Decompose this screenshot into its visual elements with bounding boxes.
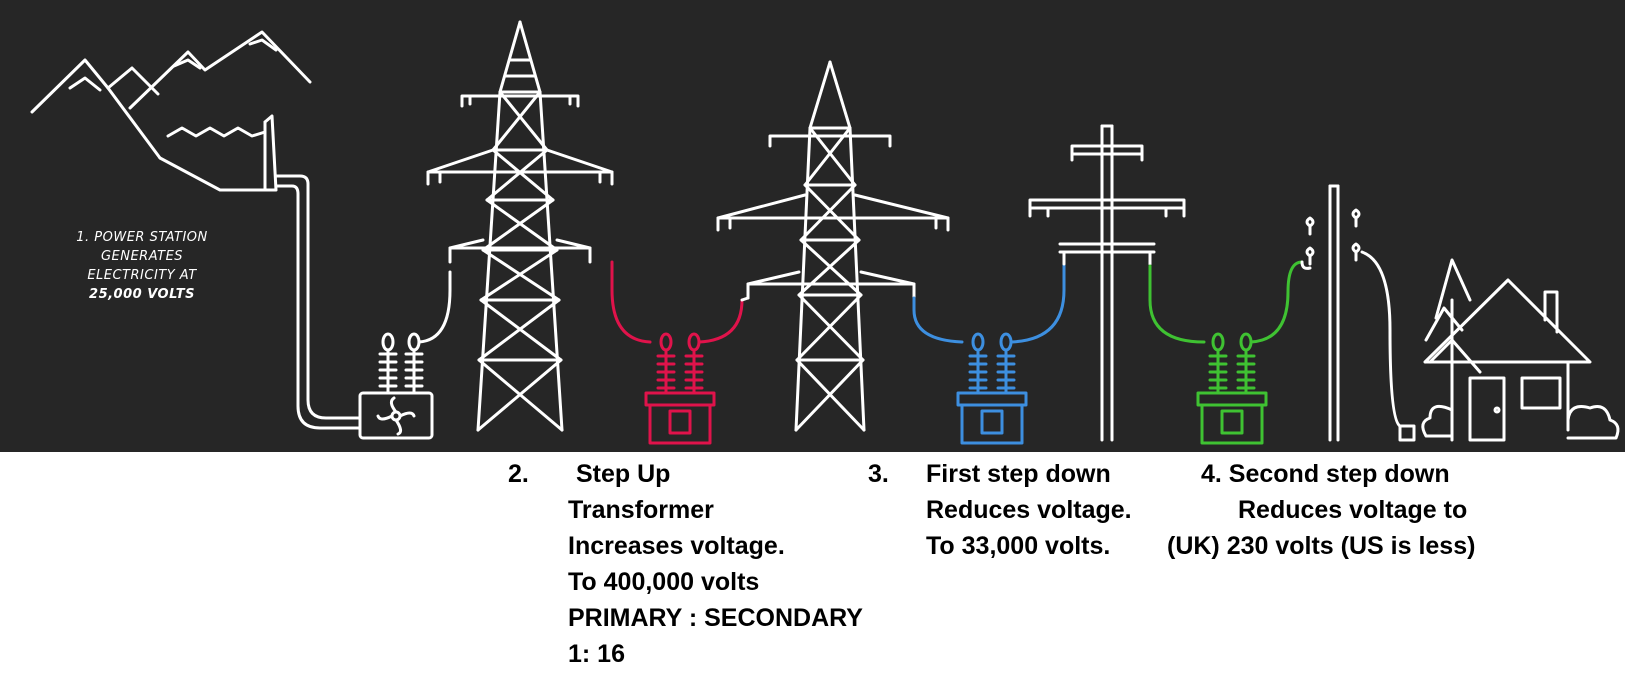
utility-pole xyxy=(1300,184,1402,442)
power-station-label: 1. POWER STATION GENERATES ELECTRICITY A… xyxy=(52,228,232,304)
first-step-down-number: 3. xyxy=(868,460,889,488)
step-up-transformer-icon xyxy=(610,260,744,445)
step-up-line-4: To 400,000 volts xyxy=(568,568,760,596)
step-up-line-3: Increases voltage. xyxy=(568,532,785,560)
mountains-dam-icon xyxy=(30,30,362,430)
first-step-down-transformer-icon xyxy=(912,260,1066,445)
step-up-number: 2. xyxy=(508,460,529,488)
step-up-line-2: Transformer xyxy=(568,496,714,524)
step-up-line-5: PRIMARY : SECONDARY xyxy=(568,604,863,632)
power-station-label-line-4: 25,000 VOLTS xyxy=(89,287,195,302)
first-step-down-line-3: To 33,000 volts. xyxy=(926,532,1111,560)
generator-transformer-icon xyxy=(358,270,452,440)
second-step-down-line-3: (UK) 230 volts (US is less) xyxy=(1167,532,1476,560)
second-step-down-line-2: Reduces voltage to xyxy=(1238,496,1468,524)
step-up-line-6: 1: 16 xyxy=(568,640,625,668)
first-step-down-line-2: Reduces voltage. xyxy=(926,496,1132,524)
transmission-pylon-2 xyxy=(716,60,950,432)
power-station-label-line-3: ELECTRICITY AT xyxy=(87,268,197,283)
second-step-down-line-1: 4. Second step down xyxy=(1201,460,1450,488)
distribution-pole xyxy=(1028,124,1186,442)
step-up-line-1: Step Up xyxy=(576,460,671,488)
house-icon xyxy=(1398,258,1620,442)
power-grid-illustration: 1. POWER STATION GENERATES ELECTRICITY A… xyxy=(0,0,1625,452)
first-step-down-line-1: First step down xyxy=(926,460,1111,488)
power-station-label-line-2: GENERATES xyxy=(100,249,184,264)
second-step-down-transformer-icon xyxy=(1148,260,1304,445)
power-station-label-line-1: 1. POWER STATION xyxy=(76,230,208,245)
transmission-pylon-1 xyxy=(426,20,614,432)
